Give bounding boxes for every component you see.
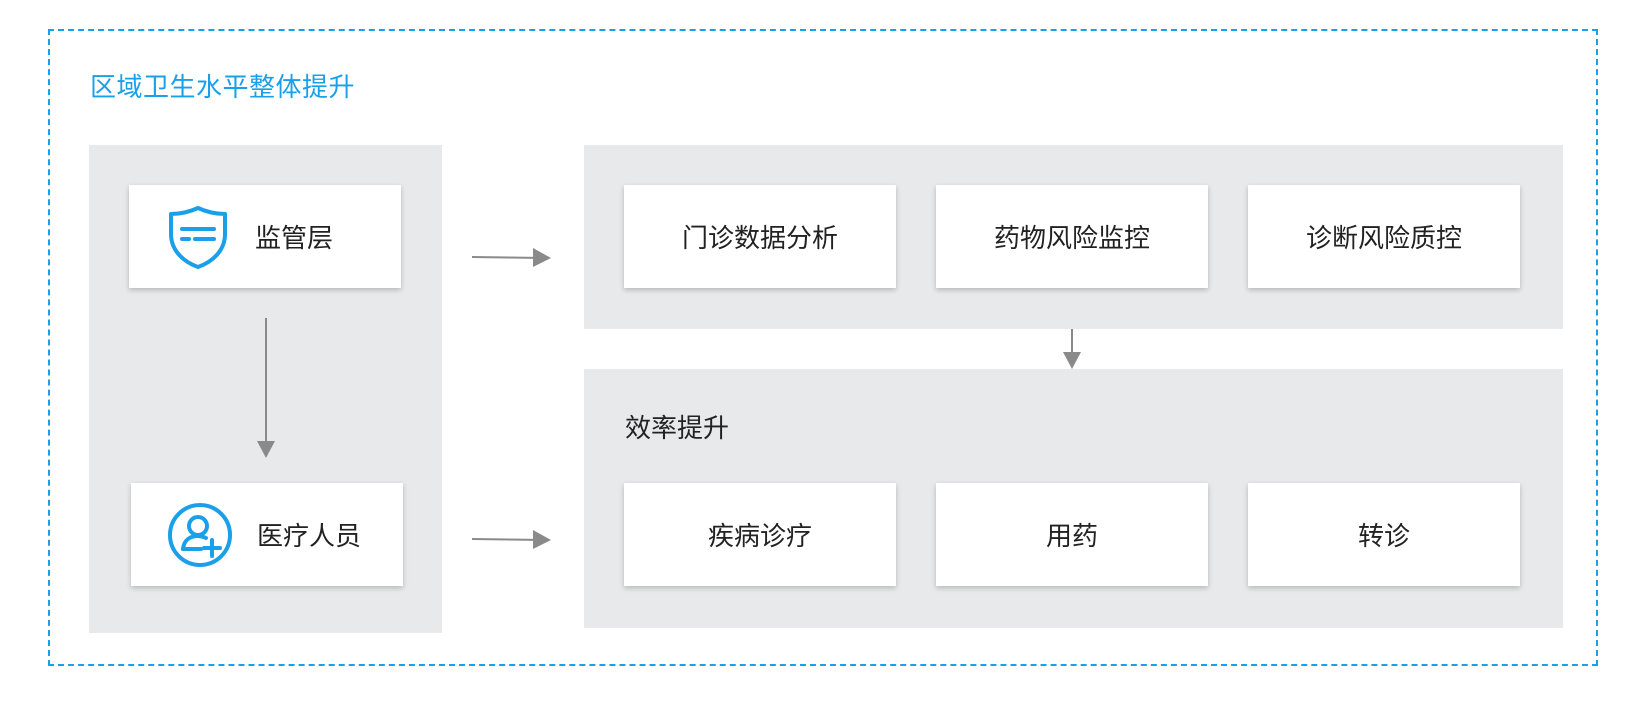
user-add-icon xyxy=(167,502,233,568)
supervision-card: 监管层 xyxy=(129,185,401,288)
efficiency-title: 效率提升 xyxy=(625,414,730,444)
medical-staff-label: 医疗人员 xyxy=(257,522,362,552)
region-frame xyxy=(48,29,1598,666)
analysis-item: 药物风险监控 xyxy=(936,185,1208,288)
efficiency-item: 疾病诊疗 xyxy=(624,483,896,586)
supervision-label: 监管层 xyxy=(255,224,334,254)
efficiency-item: 用药 xyxy=(936,483,1208,586)
efficiency-item: 转诊 xyxy=(1248,483,1520,586)
analysis-item: 门诊数据分析 xyxy=(624,185,896,288)
analysis-item: 诊断风险质控 xyxy=(1248,185,1520,288)
medical-staff-card: 医疗人员 xyxy=(131,483,403,586)
region-title: 区域卫生水平整体提升 xyxy=(90,73,356,103)
shield-icon xyxy=(165,204,231,270)
